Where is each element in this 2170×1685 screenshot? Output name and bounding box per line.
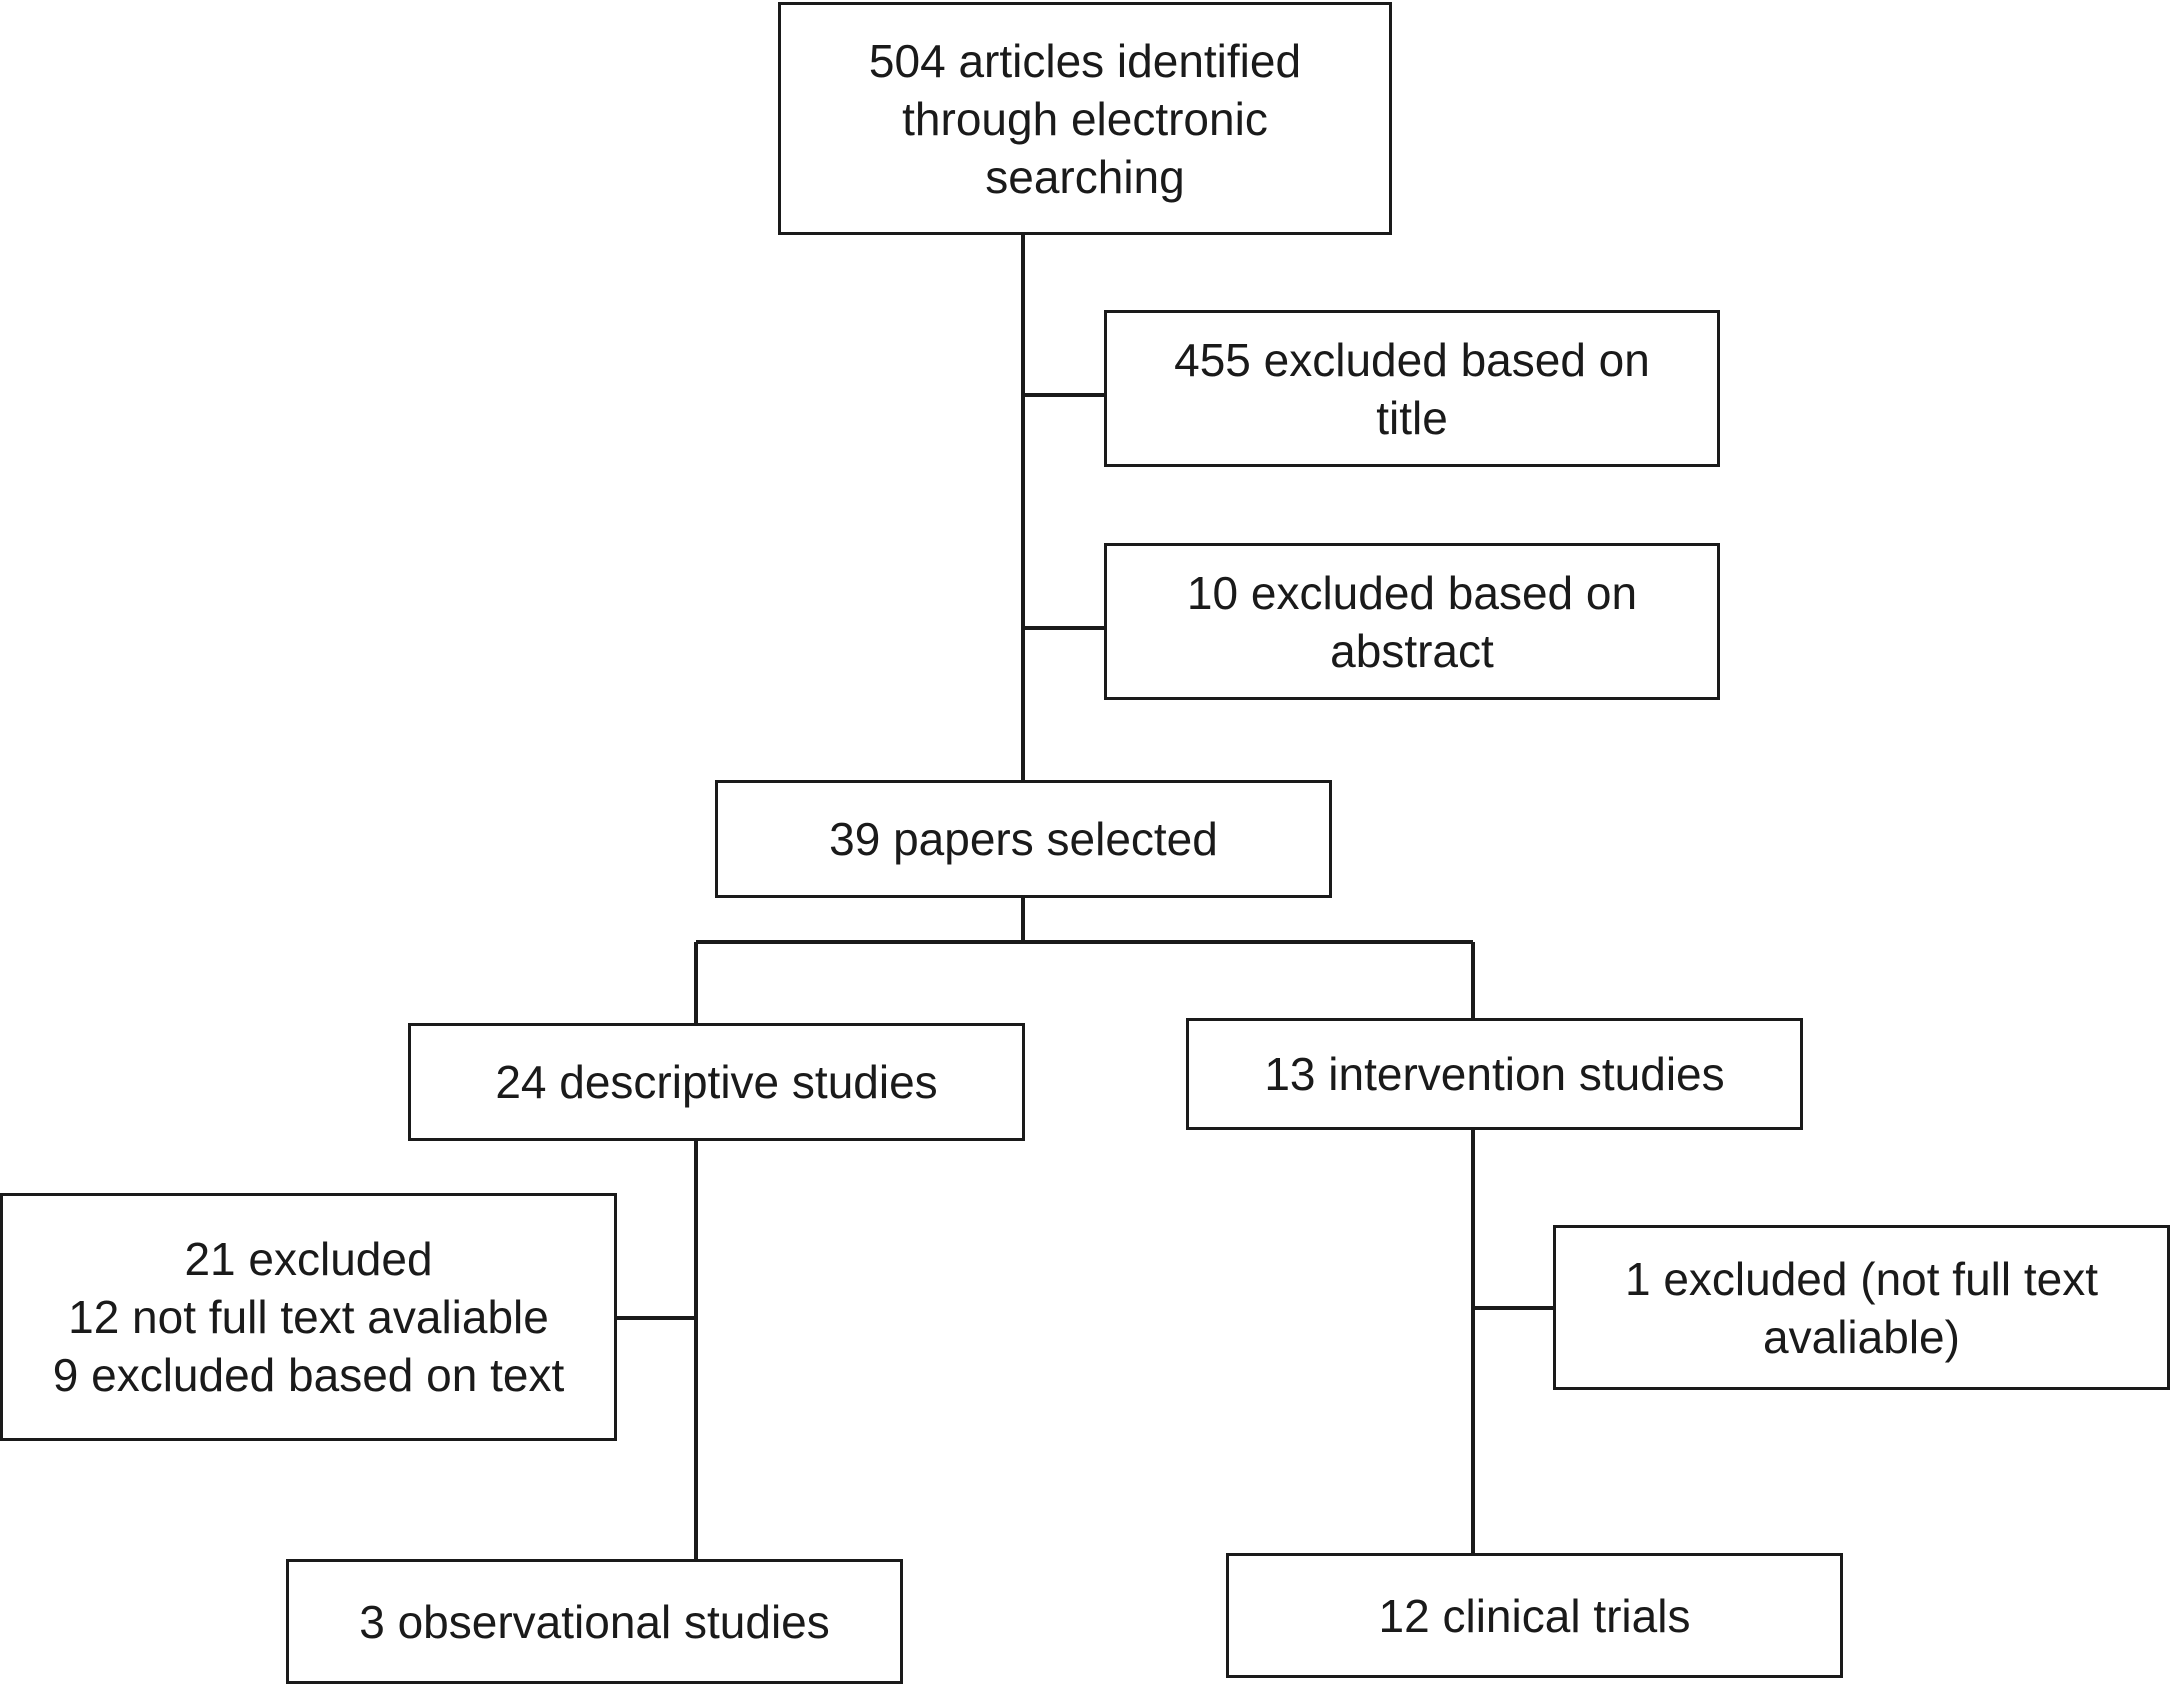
box-clinical-trials-line-1: 12 clinical trials [1378, 1589, 1691, 1642]
box-excluded-descriptive-line-3: 9 excluded based on text [52, 1349, 565, 1401]
box-excluded-abstract: 10 excluded based on abstract [1104, 543, 1720, 700]
box-excluded-title-line-2: title [1376, 391, 1448, 444]
box-excluded-abstract-line-2: abstract [1330, 624, 1494, 677]
box-excluded-intervention-line-2: avaliable) [1763, 1310, 1960, 1363]
box-articles-identified-line-3: searching [985, 150, 1185, 203]
box-intervention-studies: 13 intervention studies [1186, 1018, 1803, 1130]
box-excluded-title: 455 excluded based on title [1104, 310, 1720, 467]
box-descriptive-studies: 24 descriptive studies [408, 1023, 1025, 1141]
box-excluded-abstract-line-1: 10 excluded based on [1186, 566, 1638, 619]
box-observational-studies: 3 observational studies [286, 1559, 903, 1684]
box-observational-studies-line-1: 3 observational studies [359, 1595, 830, 1648]
box-descriptive-studies-line-1: 24 descriptive studies [495, 1056, 938, 1108]
box-articles-identified-line-1: 504 articles identified [868, 34, 1302, 87]
box-papers-selected-line-1: 39 papers selected [829, 813, 1218, 865]
box-excluded-descriptive: 21 excluded 12 not full text avaliable 9… [0, 1193, 617, 1441]
box-articles-identified-line-2: through electronic [902, 92, 1268, 145]
box-intervention-studies-line-1: 13 intervention studies [1264, 1048, 1725, 1100]
box-excluded-descriptive-line-2: 12 not full text avaliable [68, 1291, 549, 1343]
box-papers-selected: 39 papers selected [715, 780, 1332, 898]
box-clinical-trials: 12 clinical trials [1226, 1553, 1843, 1678]
box-excluded-descriptive-line-1: 21 excluded [184, 1233, 433, 1285]
box-excluded-intervention: 1 excluded (not full text avaliable) [1553, 1225, 2170, 1390]
box-articles-identified: 504 articles identified through electron… [778, 2, 1392, 235]
box-excluded-intervention-line-1: 1 excluded (not full text [1624, 1252, 2099, 1305]
box-excluded-title-line-1: 455 excluded based on [1174, 333, 1650, 386]
